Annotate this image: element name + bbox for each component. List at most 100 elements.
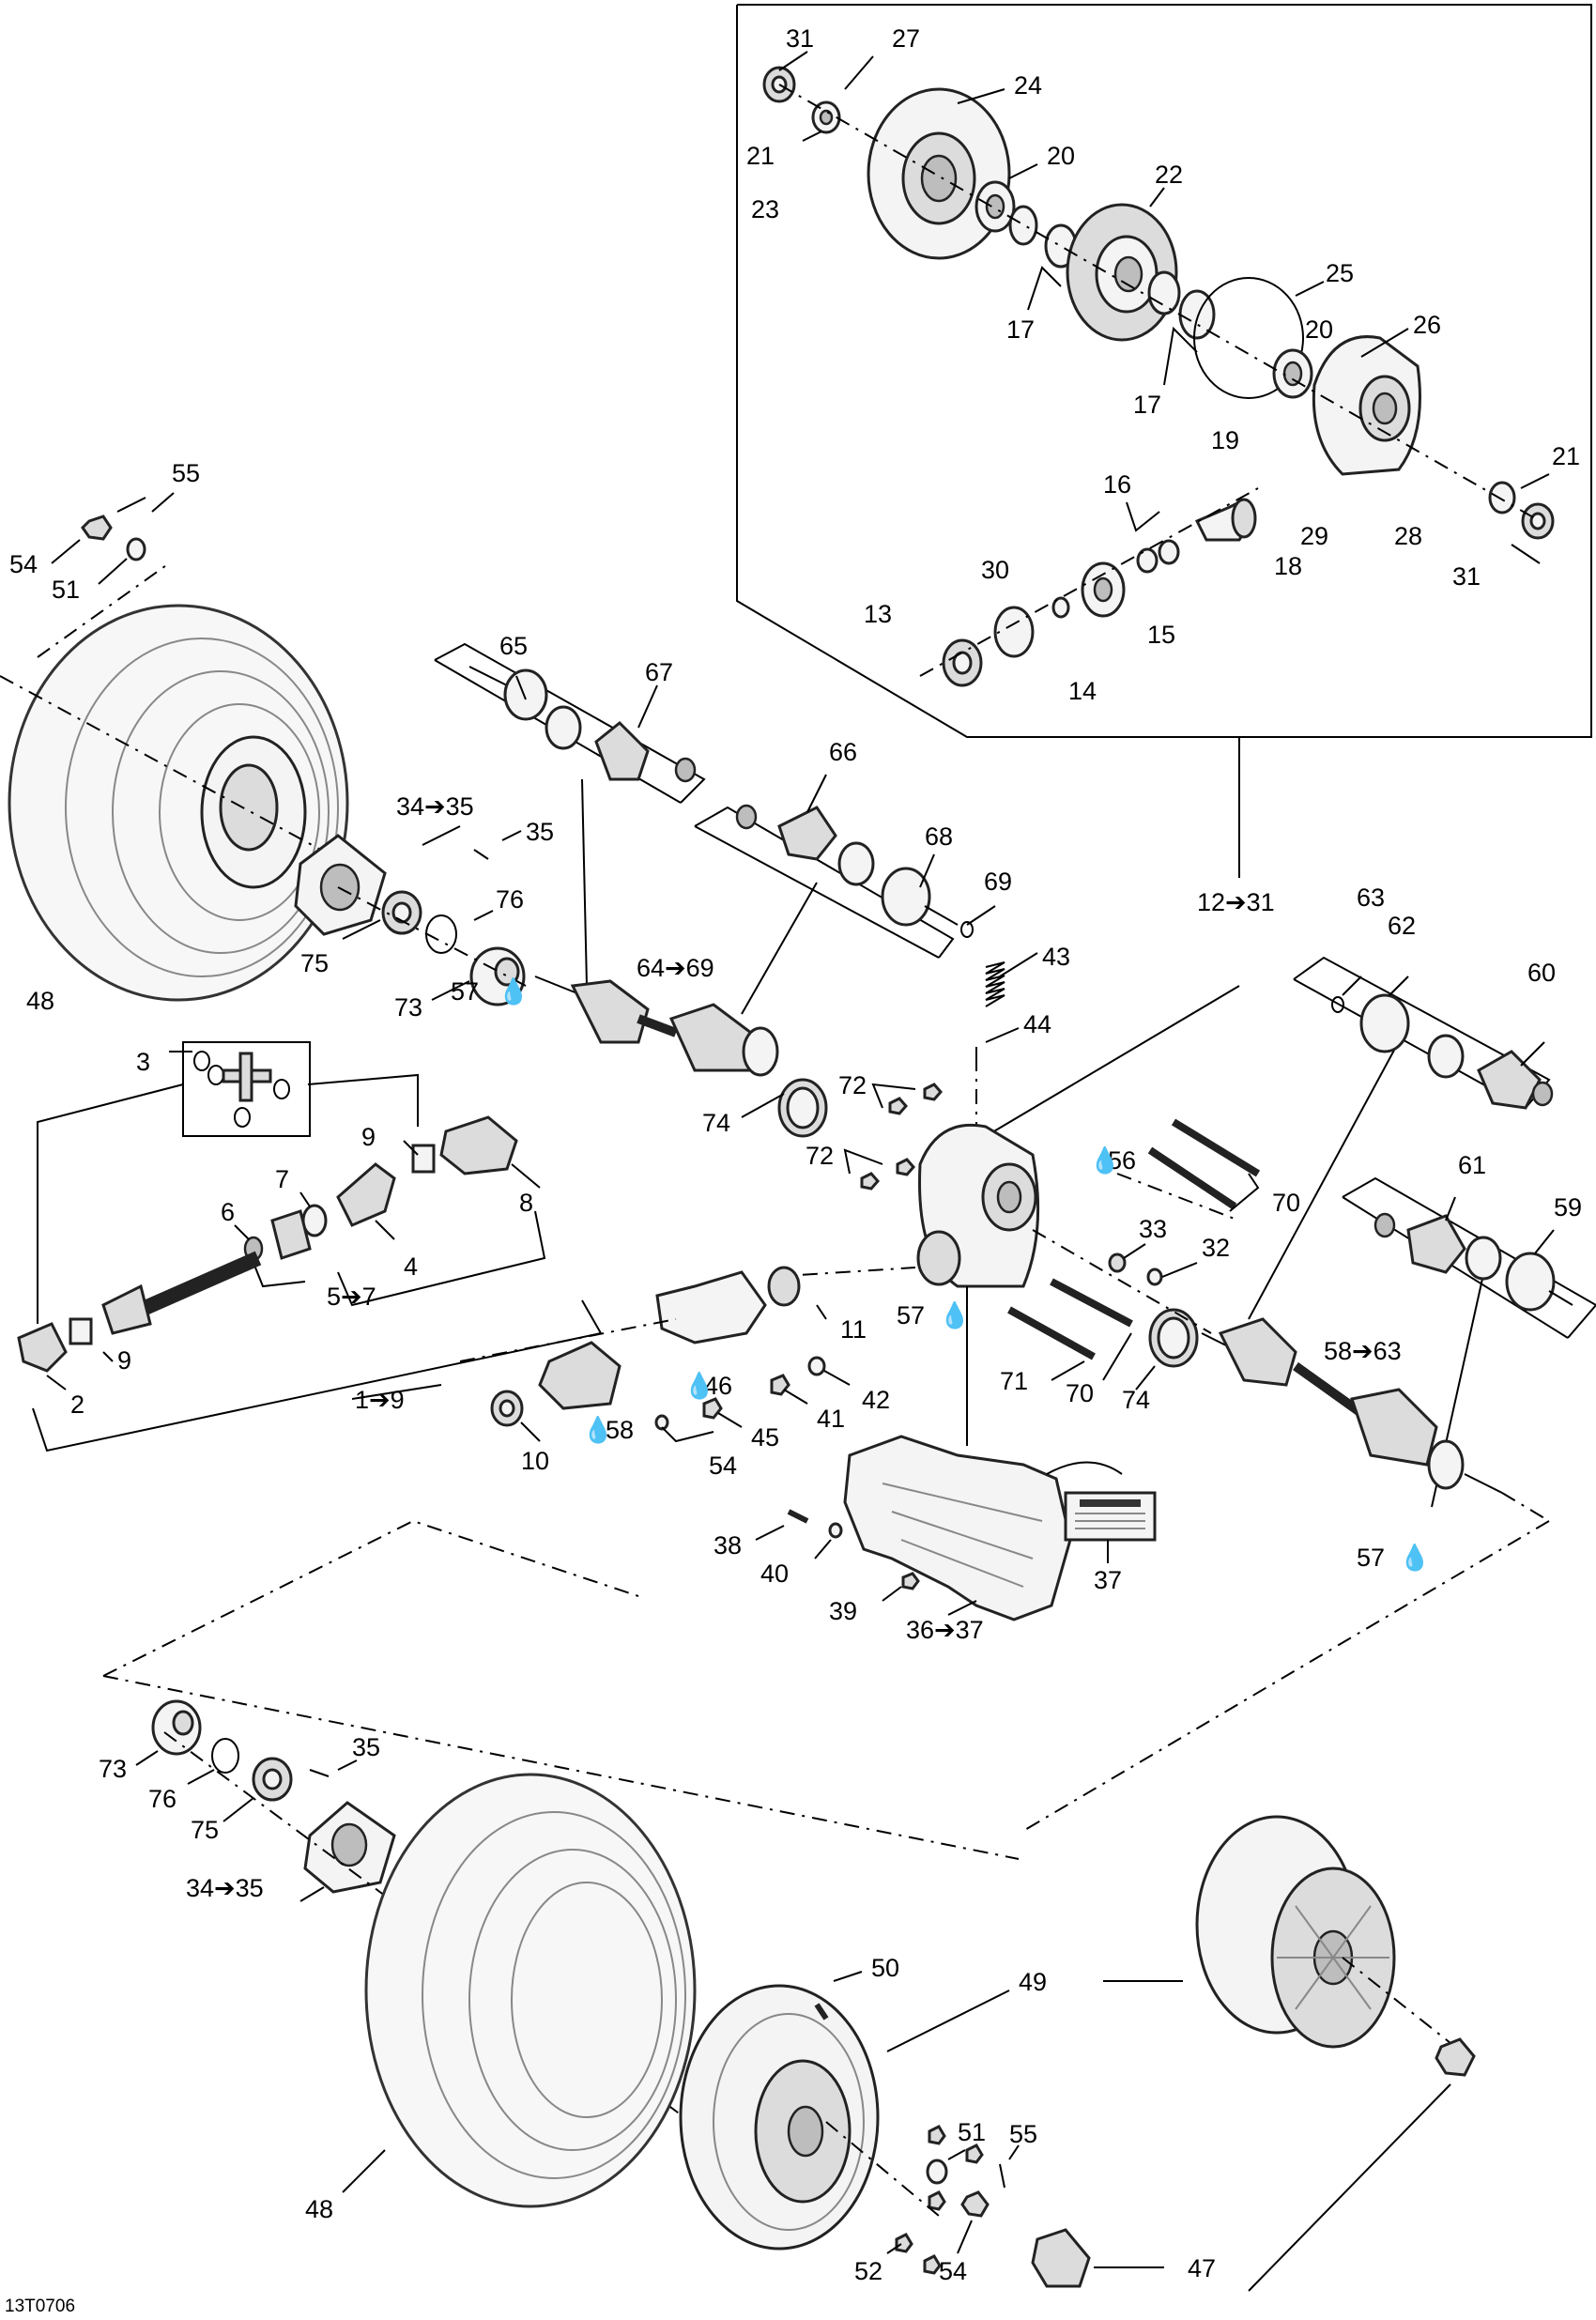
- differential-detail-group: [736, 4, 1592, 878]
- callout-15: 15: [1147, 621, 1175, 649]
- nut-part-39: [901, 1572, 920, 1590]
- nut-part-72b: [860, 1158, 915, 1191]
- oil-drop-icon: 💧: [939, 1300, 971, 1329]
- u-joint-kit-part-3: [193, 1051, 290, 1128]
- cross-part-9-bottom: [69, 1317, 93, 1345]
- callout-37: 37: [1094, 1566, 1122, 1594]
- callout-35: 35: [352, 1733, 380, 1761]
- callout-67: 67: [645, 658, 673, 686]
- callout-12-31: 12➔31: [1197, 888, 1275, 916]
- differential-assembly-part: [916, 1123, 1040, 1288]
- clamp-part-61a: [1373, 1212, 1396, 1238]
- callout-68: 68: [925, 822, 953, 851]
- seal-part-13: [942, 638, 983, 687]
- skid-plate-group: [755, 1435, 1157, 1621]
- callout-54: 54: [9, 550, 38, 578]
- axle-nut-part-54-bottom: [960, 2190, 990, 2218]
- callout-45: 45: [751, 1423, 779, 1452]
- callout-35: 35: [526, 818, 554, 846]
- skid-plate-part-36: [843, 1435, 1072, 1621]
- callout-65: 65: [499, 632, 528, 660]
- callout-75: 75: [191, 1816, 219, 1844]
- callout-9: 9: [117, 1346, 131, 1375]
- snap-ring-part-76-top: [425, 914, 457, 954]
- callout-1-9: 1➔9: [355, 1386, 405, 1414]
- washer-part-40: [828, 1522, 843, 1539]
- callout-52: 52: [854, 2257, 882, 2285]
- callout-44: 44: [1023, 1010, 1051, 1038]
- callout-61: 61: [1458, 1151, 1486, 1179]
- warning-label-part-37: [1064, 1491, 1157, 1542]
- pinion-gear-part: [1194, 498, 1257, 542]
- oil-seal-part-74-bottom: [1148, 1308, 1199, 1368]
- callout-48: 48: [26, 987, 54, 1015]
- callout-70: 70: [1272, 1189, 1300, 1217]
- callout-50: 50: [871, 1954, 899, 1982]
- callout-34-35: 34➔35: [186, 1874, 264, 1902]
- callout-55: 55: [1009, 2120, 1037, 2148]
- callout-72: 72: [806, 1142, 834, 1170]
- bolt-part-71: [1007, 1306, 1096, 1360]
- wheel-nut-part-54: [81, 515, 113, 541]
- snap-ring-part-76-bottom: [211, 1738, 239, 1774]
- callout-42: 42: [862, 1386, 890, 1414]
- cv-boot-part-60: [1477, 1050, 1542, 1110]
- washer-part-54-mid: [654, 1414, 669, 1431]
- callout-38: 38: [714, 1531, 742, 1559]
- propeller-shaft-group: [17, 1041, 603, 1452]
- cap-part-47-right: [1435, 2037, 1476, 2077]
- bolt-part-38: [787, 1509, 809, 1524]
- callout-62: 62: [1388, 912, 1416, 940]
- callout-58: 58: [606, 1416, 634, 1444]
- callout-10: 10: [521, 1447, 549, 1475]
- upper-driveshaft-group: [434, 642, 996, 1138]
- fitting-part-45: [702, 1397, 723, 1420]
- cv-boot-part-67: [594, 720, 650, 781]
- bearing-part-14: [993, 606, 1035, 658]
- valve-stem-part-50: [814, 2003, 829, 2020]
- callout-23: 23: [751, 195, 779, 223]
- yoke-part-2: [17, 1322, 68, 1373]
- clamp-part-67b: [674, 757, 697, 783]
- wheel-hub-part-bottom: [303, 1801, 396, 1894]
- callout-76: 76: [148, 1785, 176, 1813]
- callout-24: 24: [1014, 71, 1042, 100]
- cotter-pin-part-55: [116, 497, 146, 513]
- callout-33: 33: [1139, 1215, 1167, 1243]
- callout-51: 51: [958, 2118, 986, 2146]
- cv-boot-part-66: [777, 806, 837, 861]
- callout-28: 28: [1394, 522, 1422, 550]
- callout-74: 74: [702, 1109, 730, 1137]
- callout-9: 9: [361, 1123, 376, 1151]
- bolt-part-70-top: [1147, 1118, 1261, 1210]
- axle-shaft-part-64: [534, 976, 779, 1077]
- callout-73: 73: [99, 1755, 127, 1783]
- callout-17: 17: [1006, 315, 1035, 344]
- callout-51: 51: [52, 576, 80, 604]
- axle-shaft-part-58: [1201, 1317, 1503, 1494]
- callout-14: 14: [1068, 677, 1097, 705]
- callout-57: 57: [1357, 1544, 1385, 1572]
- cross-part-9-top: [411, 1144, 436, 1174]
- callout-19: 19: [1211, 426, 1239, 454]
- cv-boot-part-61: [1406, 1214, 1466, 1274]
- steel-rim-part-49: [679, 1984, 880, 2251]
- bearing-part-73-bottom: [151, 1699, 202, 1756]
- callout-27: 27: [892, 24, 920, 53]
- callout-36-37: 36➔37: [906, 1616, 984, 1644]
- boot-ring-part-67a: [545, 705, 582, 750]
- oil-drop-icon: 💧: [498, 976, 529, 1006]
- callout-63: 63: [1357, 883, 1385, 912]
- yoke-part-4: [336, 1162, 396, 1227]
- washer-part-16: [1136, 539, 1180, 574]
- washer-part-51-bottom: [926, 2159, 948, 2185]
- cv-joint-part-59: [1505, 1252, 1573, 1312]
- nut-part-72a: [888, 1083, 943, 1115]
- differential-housing-part: [1312, 335, 1421, 476]
- drive-shaft-part-11: [655, 1266, 801, 1344]
- top-wheel-group: [0, 492, 527, 1006]
- callout-11: 11: [840, 1315, 867, 1344]
- callout-21: 21: [746, 142, 775, 170]
- callout-71: 71: [1000, 1367, 1028, 1395]
- callout-4: 4: [404, 1252, 418, 1281]
